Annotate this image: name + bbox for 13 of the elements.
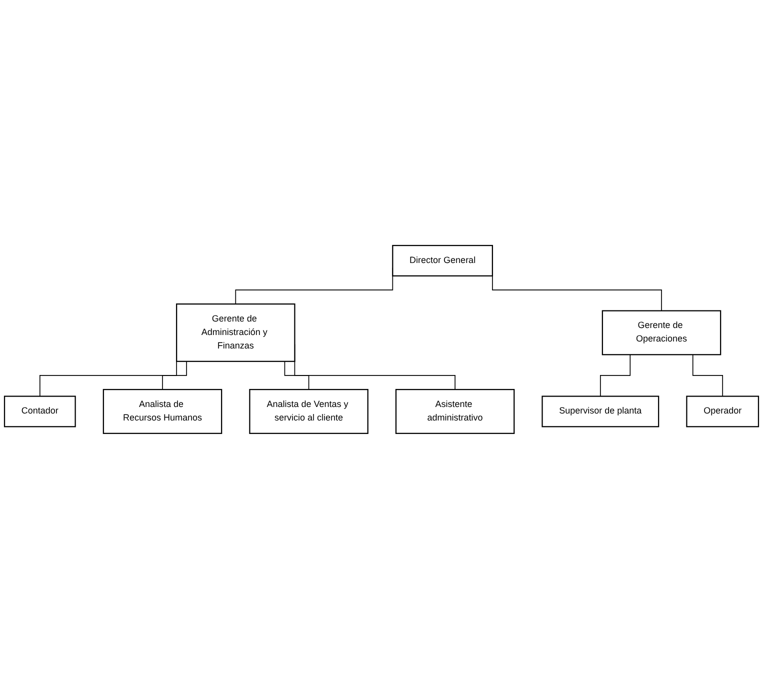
connector xyxy=(692,354,724,397)
connector xyxy=(600,354,631,397)
node-box: Supervisor de planta xyxy=(542,396,660,428)
node-box: Analista de Ventas y servicio al cliente xyxy=(249,389,368,434)
node-box: Director General xyxy=(392,244,493,276)
connector xyxy=(284,361,310,390)
node-box: Gerente de Operaciones xyxy=(602,310,722,356)
node-box: Asistente administrativo xyxy=(395,389,515,434)
node-box: Gerente de Administración y Finanzas xyxy=(176,304,296,362)
node-box: Operador xyxy=(686,396,760,428)
node-box: Analista de Recursos Humanos xyxy=(102,389,222,434)
node-box: Contador xyxy=(4,396,76,428)
connector xyxy=(162,361,187,390)
